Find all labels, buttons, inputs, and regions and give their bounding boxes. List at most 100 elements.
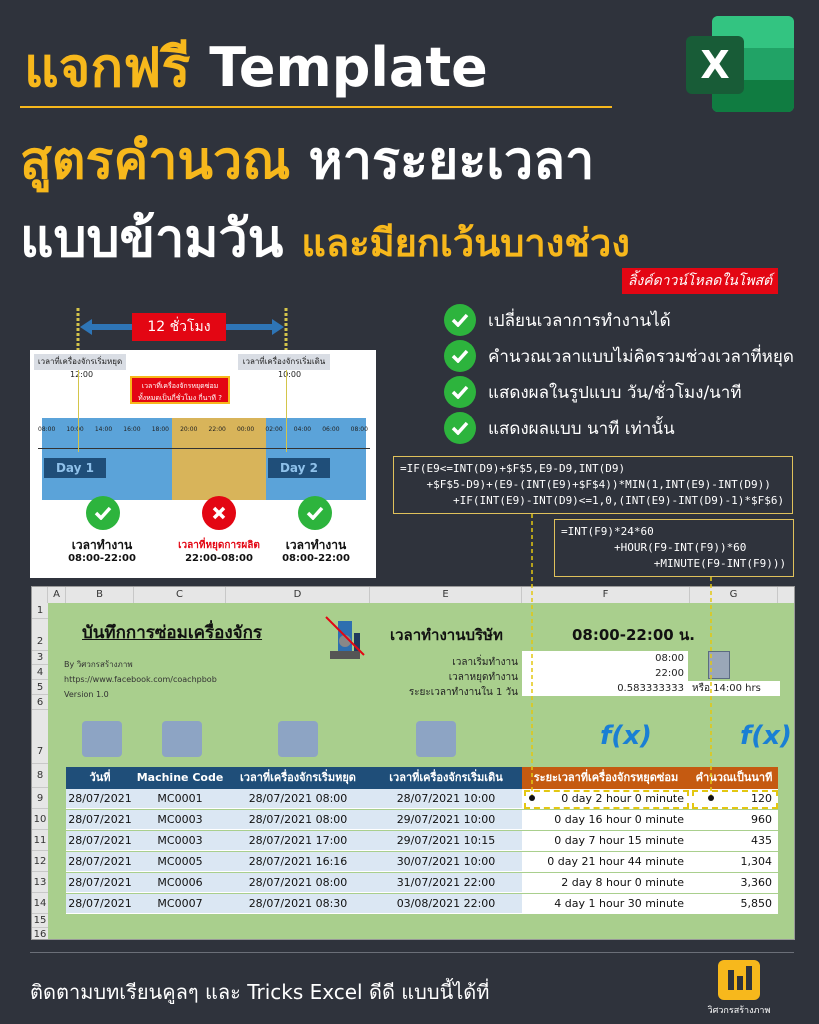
col-e[interactable]: E [370, 587, 522, 603]
hours-label: 12 ชั่วโมง [132, 313, 226, 341]
table-cell[interactable]: MC0003 [134, 831, 226, 851]
table-cell[interactable]: 435 [690, 831, 778, 851]
row-num[interactable]: 3 [32, 651, 48, 665]
stop-marker [78, 370, 79, 452]
stop-period-label: เวลาที่หยุดการผลิต [178, 540, 260, 551]
row-num[interactable]: 7 [32, 710, 48, 764]
table-cell[interactable]: 0 day 21 hour 44 minute [522, 852, 690, 872]
duration-alt[interactable]: หรือ 14:00 hrs [688, 681, 780, 696]
col-a[interactable]: A [48, 587, 66, 603]
formula-minutes: =INT(F9)*24*60 +HOUR(F9-INT(F9))*60 +MIN… [554, 519, 794, 577]
header-stop[interactable]: เวลาที่เครื่องจักรเริ่มหยุด [226, 767, 370, 789]
end-value[interactable]: 22:00 [522, 666, 688, 681]
col-f[interactable]: F [522, 587, 690, 603]
row-num[interactable]: 4 [32, 665, 48, 680]
table-cell[interactable]: 28/07/2021 [66, 873, 134, 893]
feature-item: คำนวณเวลาแบบไม่คิดรวมช่วงเวลาที่หยุด [444, 340, 804, 372]
author-url[interactable]: https://www.facebook.com/coachpbob [64, 675, 217, 684]
col-c[interactable]: C [134, 587, 226, 603]
table-cell[interactable]: 29/07/2021 10:15 [370, 831, 522, 851]
row-headers: 1 2 3 4 5 6 7 8 9 10 11 12 13 14 15 16 [32, 603, 48, 940]
row-num[interactable]: 9 [32, 788, 48, 809]
header-divider [20, 106, 612, 108]
table-cell[interactable]: 28/07/2021 10:00 [370, 789, 522, 809]
end-label[interactable]: เวลาหยุดทำงาน [448, 672, 518, 683]
header-machine[interactable]: Machine Code [134, 767, 226, 789]
table-cell[interactable]: 28/07/2021 08:30 [226, 894, 370, 914]
table-cell[interactable]: MC0006 [134, 873, 226, 893]
tick: 18:00 [151, 426, 169, 433]
duration-label[interactable]: ระยะเวลาทำงานใน 1 วัน [408, 687, 518, 698]
day1-label: Day 1 [44, 458, 106, 478]
table-cell[interactable]: 28/07/2021 [66, 831, 134, 851]
keyboard-icon [82, 721, 122, 757]
start-time: 10:00 [278, 370, 302, 379]
table-cell[interactable]: 0 day 16 hour 0 minute [522, 810, 690, 830]
table-cell[interactable]: 28/07/2021 [66, 789, 134, 809]
row-num[interactable]: 1 [32, 603, 48, 619]
table-cell[interactable]: 28/07/2021 [66, 810, 134, 830]
table-cell[interactable]: 3,360 [690, 873, 778, 893]
table-cell[interactable]: 28/07/2021 17:00 [226, 831, 370, 851]
check-icon [444, 304, 476, 336]
feature-label: แสดงผลแบบ นาที เท่านั้น [488, 418, 675, 439]
row-num[interactable]: 15 [32, 915, 48, 928]
sheet-title[interactable]: บันทึกการซ่อมเครื่องจักร [82, 623, 263, 643]
spreadsheet[interactable]: A B C D E F G 1 2 3 4 5 6 7 8 9 10 11 12… [31, 586, 795, 940]
table-cell[interactable]: 03/08/2021 22:00 [370, 894, 522, 914]
row-num[interactable]: 12 [32, 851, 48, 872]
duration-value[interactable]: 0.583333333 [522, 681, 688, 696]
table-cell[interactable]: MC0003 [134, 810, 226, 830]
headline-template: Template [209, 36, 488, 99]
table-cell[interactable]: 28/07/2021 [66, 852, 134, 872]
row-num[interactable]: 5 [32, 680, 48, 695]
download-badge[interactable]: ลิ้งค์ดาวน์โหลดในโพสต์ [622, 268, 778, 294]
table-cell[interactable]: MC0001 [134, 789, 226, 809]
headline-line3: แบบข้ามวัน และมียกเว้นบางช่วง [20, 196, 630, 279]
table-cell[interactable]: 1,304 [690, 852, 778, 872]
row-num[interactable]: 6 [32, 695, 48, 710]
table-cell[interactable]: MC0005 [134, 852, 226, 872]
row-num[interactable]: 13 [32, 872, 48, 893]
table-cell[interactable]: 960 [690, 810, 778, 830]
table-cell[interactable]: 2 day 8 hour 0 minute [522, 873, 690, 893]
keyboard-icon [708, 651, 730, 679]
table-cell[interactable]: 28/07/2021 08:00 [226, 789, 370, 809]
highlight-minutes [692, 790, 778, 809]
row-num[interactable]: 2 [32, 619, 48, 651]
table-cell[interactable]: 28/07/2021 [66, 894, 134, 914]
row-num[interactable]: 8 [32, 764, 48, 788]
col-b[interactable]: B [66, 587, 134, 603]
header-minutes[interactable]: คำนวณเป็นนาที [690, 767, 778, 789]
col-g[interactable]: G [690, 587, 778, 603]
start-label[interactable]: เวลาเริ่มทำงาน [452, 657, 518, 668]
logo-icon[interactable] [718, 960, 760, 1000]
table-cell[interactable]: 28/07/2021 16:16 [226, 852, 370, 872]
header-date[interactable]: วันที่ [66, 767, 134, 789]
table-cell[interactable]: 0 day 7 hour 15 minute [522, 831, 690, 851]
col-d[interactable]: D [226, 587, 370, 603]
row-num[interactable]: 11 [32, 830, 48, 851]
table-cell[interactable]: 31/07/2021 22:00 [370, 873, 522, 893]
table-cell[interactable]: 28/07/2021 08:00 [226, 873, 370, 893]
headline-exceptions: และมียกเว้นบางช่วง [301, 221, 630, 265]
header-start[interactable]: เวลาที่เครื่องจักรเริ่มเดิน [370, 767, 522, 789]
stop-period-time: 22:00-08:00 [185, 553, 253, 564]
row-num[interactable]: 16 [33, 929, 47, 940]
table-cell[interactable]: 30/07/2021 10:00 [370, 852, 522, 872]
table-cell[interactable]: MC0007 [134, 894, 226, 914]
header-duration[interactable]: ระยะเวลาที่เครื่องจักรหยุดซ่อม [522, 767, 690, 789]
row-num[interactable]: 14 [32, 893, 48, 914]
table-cell[interactable]: 29/07/2021 10:00 [370, 810, 522, 830]
table-cell[interactable]: 5,850 [690, 894, 778, 914]
footer-text: ติดตามบทเรียนคูลๆ และ Tricks Excel ดีดี … [30, 980, 490, 1004]
table-cell[interactable]: 4 day 1 hour 30 minute [522, 894, 690, 914]
feature-item: แสดงผลในรูปแบบ วัน/ชั่วโมง/นาที [444, 376, 804, 408]
company-hours-label[interactable]: เวลาทำงานบริษัท [390, 626, 503, 644]
headline-formula: สูตรคำนวณ [20, 131, 291, 191]
row-num[interactable]: 10 [32, 809, 48, 830]
table-cell[interactable]: 28/07/2021 08:00 [226, 810, 370, 830]
cross-icon [202, 496, 236, 530]
start-value[interactable]: 08:00 [522, 651, 688, 666]
company-hours[interactable]: 08:00-22:00 น. [572, 626, 695, 644]
